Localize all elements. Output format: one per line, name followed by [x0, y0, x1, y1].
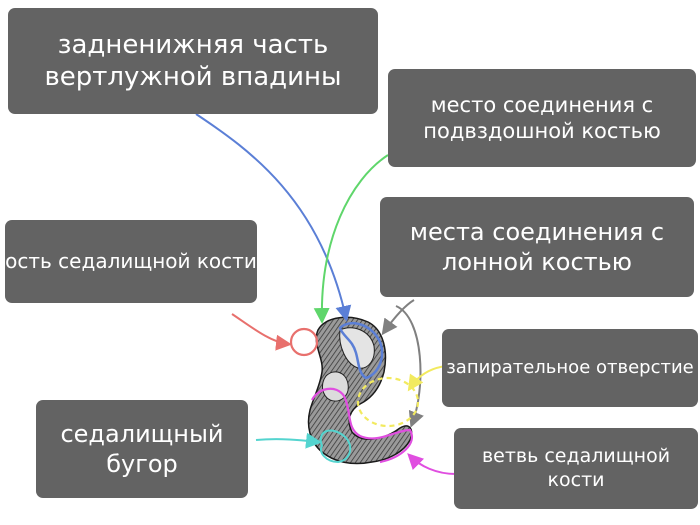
ilium-junction-arrow: [313, 154, 389, 324]
label-ischial-tuberosity: седалищный бугор: [36, 400, 248, 498]
label-ischial-ramus-text: ветвь седалищной кости: [481, 444, 671, 491]
label-ilium-junction-text: место соединения с подвздошной костью: [423, 92, 661, 143]
label-pubis-junctions-text: места соединения с лонной костью: [409, 218, 665, 276]
label-pubis-junctions: места соединения с лонной костью: [380, 197, 694, 297]
ischial-ramus-arrow: [407, 453, 457, 475]
ischial-tuberosity-arrow: [255, 432, 322, 449]
label-ischial-spine-text: ость седалищной кости: [5, 249, 257, 273]
ischial-ramus-outline: [311, 387, 413, 464]
label-obturator-foramen-text: запирательное отверстие: [446, 356, 694, 378]
label-posterior-acetabulum-text: задненижняя часть вертлужной впадины: [44, 29, 342, 93]
label-obturator-foramen: запирательное отверстие: [442, 329, 698, 407]
ischial-tuberosity-outline: [319, 429, 352, 464]
ischial-spine-arrow: [231, 313, 292, 351]
obturator-foramen-arrow: [407, 365, 447, 392]
pubis-junction-arrow-1: [381, 299, 415, 336]
ischial-spine-outline: [289, 327, 319, 357]
acetabulum-outline: [338, 322, 384, 380]
label-posterior-acetabulum: задненижняя часть вертлужной впадины: [8, 8, 378, 114]
label-ischial-tuberosity-text: седалищный бугор: [60, 420, 224, 478]
obturator-foramen-outline: [356, 376, 420, 428]
label-ischial-ramus: ветвь седалищной кости: [454, 428, 698, 509]
posterior-acetabulum-arrow: [195, 113, 352, 322]
label-ilium-junction: место соединения с подвздошной костью: [388, 69, 696, 167]
label-ischial-spine: ость седалищной кости: [5, 220, 257, 303]
